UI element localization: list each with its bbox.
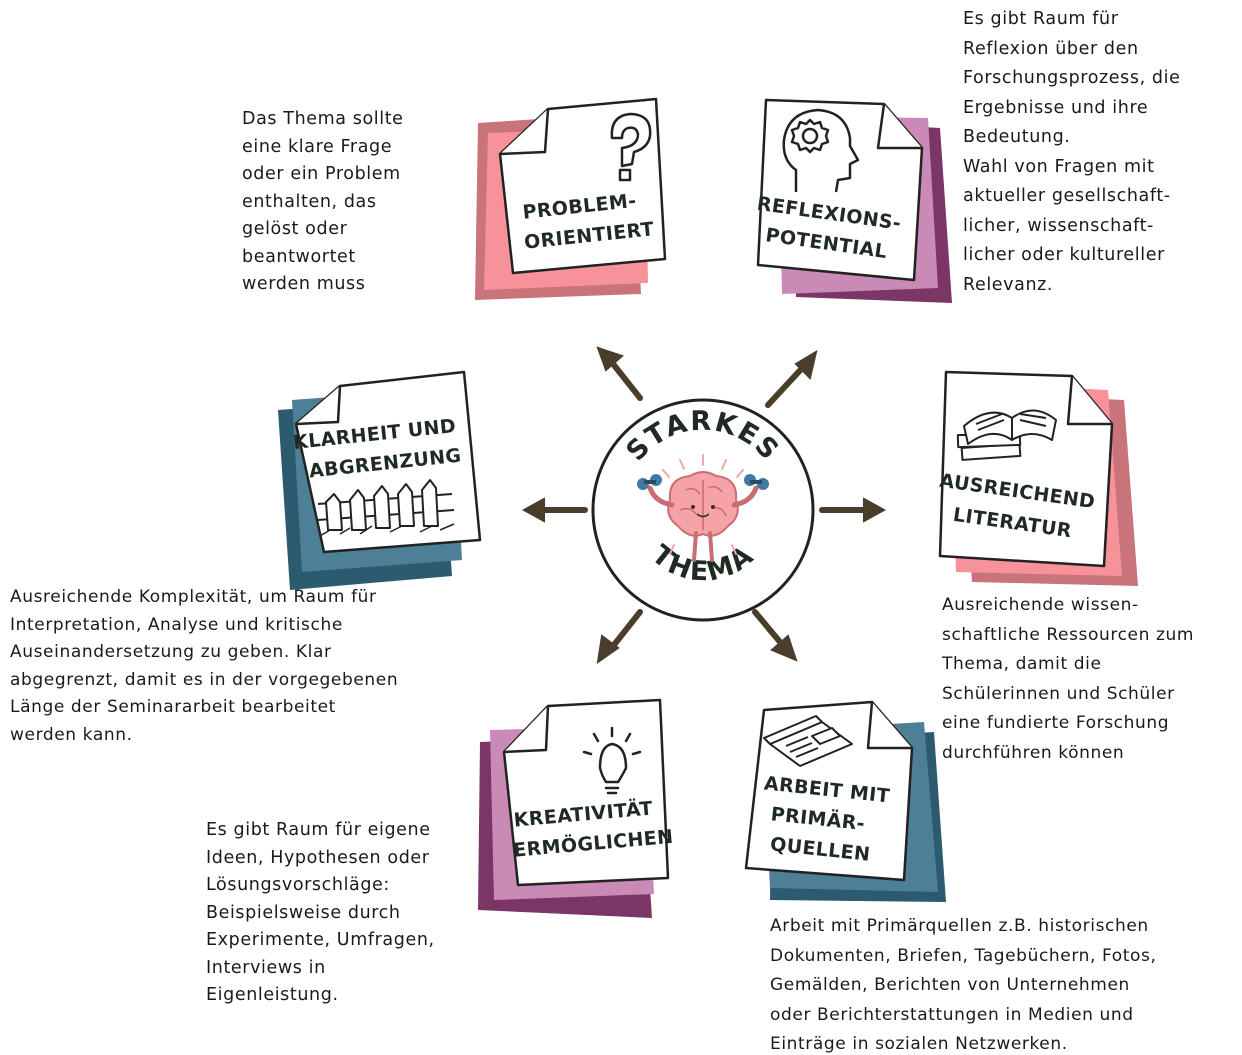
arrow-up-right [765,349,818,408]
head-with-gear-icon [782,108,860,193]
description-arbeit-mit-primaerquellen: Arbeit mit Primärquellen z.B. historisch… [770,912,1157,1055]
fence-icon [317,479,455,537]
description-line: Experimente, Umfragen, [206,930,435,950]
arrow-left [521,497,588,523]
description-line: Ergebnisse und ihre [963,97,1149,118]
open-books-icon [956,409,1057,461]
description-line: Beispielsweise durch [206,902,401,923]
description-line: eine klare Frage [242,136,393,157]
description-line: oder ein Problem [242,164,401,184]
description-line: Ausreichende Komplexität, um Raum für [10,587,377,607]
card-klarheit-und-abgrenzung: KLARHEIT UND ABGRENZUNG [278,370,482,590]
newspaper-icon [763,715,853,767]
lightbulb-icon [582,726,642,795]
description-line: abgegrenzt, damit es in der vorgegebenen [10,669,399,690]
arrow-right [819,497,887,523]
description-line: aktueller gesellschaft- [963,186,1171,206]
description-line: Eigenleistung. [206,985,339,1005]
description-line: licher, wissenschaft- [963,215,1154,236]
description-line: Interviews in [206,957,326,978]
description-line: Ideen, Hypothesen oder [206,847,430,868]
card-reflexionspotential: REFLEXIONS- POTENTIAL [755,98,952,303]
description-line: werden muss [242,274,366,294]
description-line: Ausreichende wissen- [942,595,1139,615]
description-line: oder Berichterstattungen in Medien und [770,1004,1134,1025]
description-line: schaftliche Ressourcen zum [942,624,1195,645]
description-line: Einträge in sozialen Netzwerken. [770,1034,1068,1054]
description-klarheit-und-abgrenzung: Ausreichende Komplexität, um Raum für In… [10,584,398,749]
description-line: Das Thema sollte [242,109,404,129]
description-line: Bedeutung. [963,127,1071,147]
center-badge: STARKES THEMA [591,398,815,622]
card-problemorientiert: PROBLEM- ORIENTIERT [475,97,667,300]
description-line: durchführen können [942,742,1125,763]
description-line: Es gibt Raum für [963,9,1119,29]
description-reflexionspotential: Es gibt Raum für Reflexion über den Fors… [963,5,1180,300]
description-line: Dokumenten, Briefen, Tagebüchern, Fotos, [770,945,1157,966]
description-line: Länge der Seminararbeit bearbeitet [10,697,336,717]
arrow-down-right [752,609,798,662]
arrow-up-left [596,346,643,401]
description-line: Auseinandersetzung zu geben. Klar [10,642,332,662]
description-line: Forschungsprozess, die [963,68,1181,88]
description-ausreichend-literatur: Ausreichende wissen- schaftliche Ressour… [942,591,1194,768]
description-line: gelöst oder [242,219,348,239]
card-ausreichend-literatur: AUSREICHEND LITERATUR [938,370,1138,586]
description-line: beantwortet [242,246,356,267]
description-line: Relevanz. [963,274,1054,295]
card-kreativitaet-ermoeglichen: KREATIVITÄT ERMÖGLICHEN [478,698,674,918]
description-line: Reflexion über den [963,38,1139,59]
description-line: Lösungsvorschläge: [206,875,390,895]
description-kreativitaet-ermoeglichen: Es gibt Raum für eigene Ideen, Hypothese… [206,817,435,1010]
description-line: Es gibt Raum für eigene [206,820,431,840]
question-mark-icon [610,112,652,182]
strong-brain-icon [637,454,769,562]
description-problemorientiert: Das Thema sollte eine klare Frage oder e… [242,106,404,299]
arrows [521,346,887,665]
description-line: werden kann. [10,724,133,745]
description-line: Gemälden, Berichten von Unternehmen [770,975,1130,995]
description-line: Thema, damit die [942,654,1102,674]
description-line: Interpretation, Analyse und kritische [10,614,343,635]
description-line: Schülerinnen und Schüler [942,683,1175,704]
arrow-down-left [596,609,643,665]
card-arbeit-mit-primaerquellen: ARBEIT MIT PRIMÄR- QUELLEN [744,700,946,902]
description-line: eine fundierte Forschung [942,713,1170,733]
description-line: Arbeit mit Primärquellen z.B. historisch… [770,916,1149,936]
description-line: Wahl von Fragen mit [963,156,1155,177]
description-line: enthalten, das [242,191,377,212]
description-line: licher oder kultureller [963,245,1165,265]
